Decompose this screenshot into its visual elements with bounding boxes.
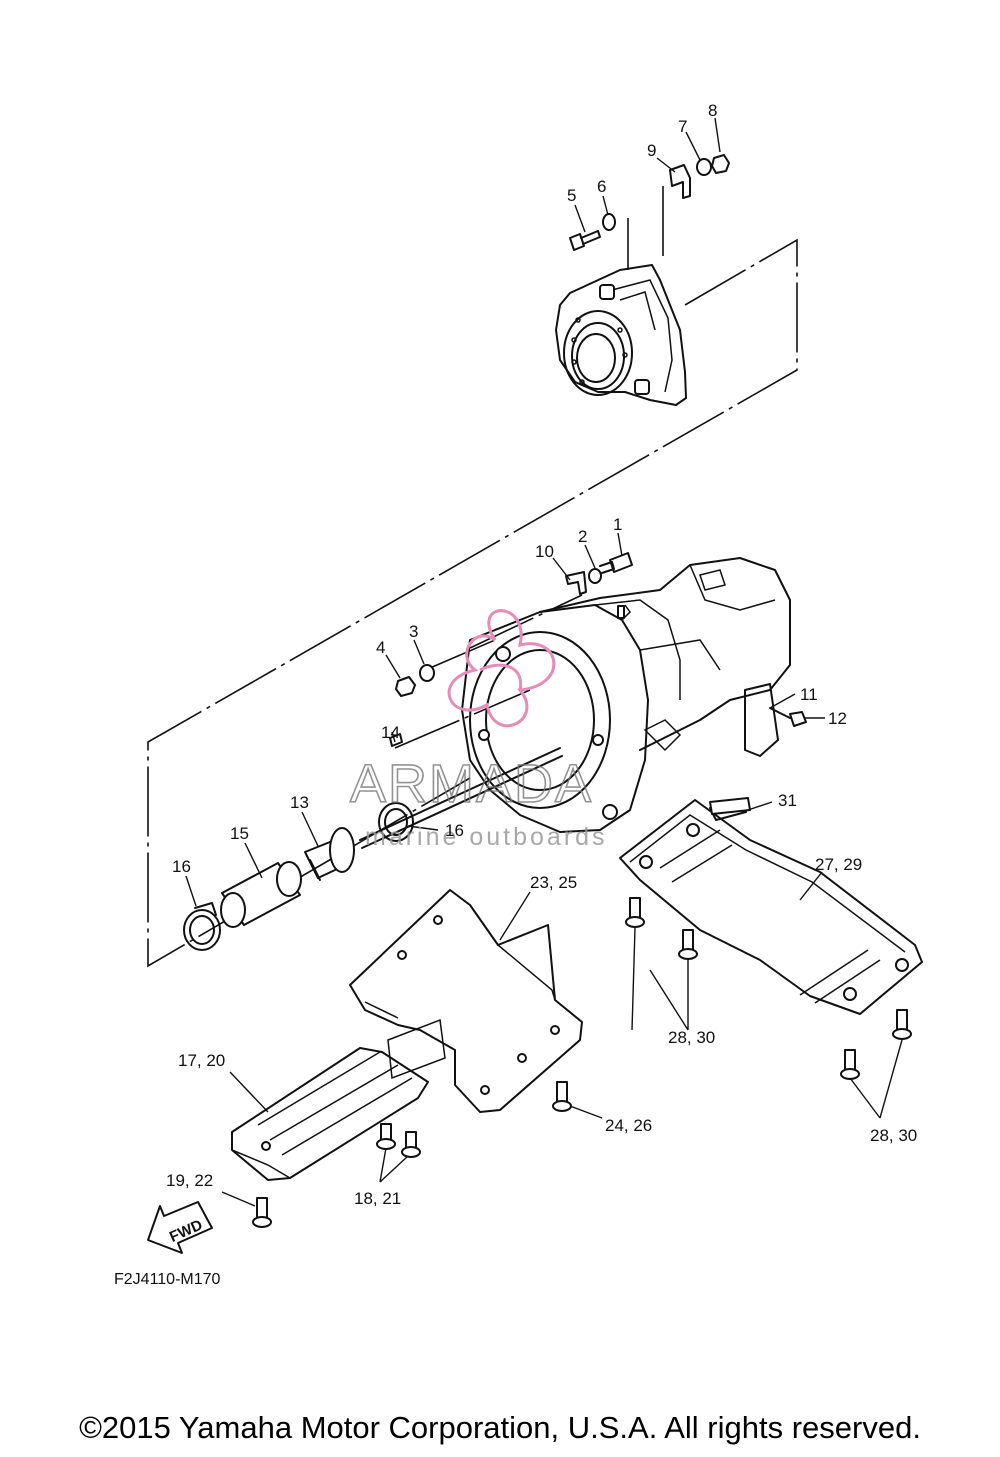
ride-plate-bracket [349,889,583,1113]
label-part-28-30a: 28, 30 [668,1028,715,1047]
reference-lines [147,186,798,968]
label-part-6: 6 [597,177,606,196]
watermark: ARMADA marine outboards [349,609,608,851]
label-part-11: 11 [800,685,818,704]
label-part-2: 2 [578,527,587,546]
label-part-12: 12 [828,709,847,728]
watermark-logo-icon [447,609,556,728]
label-part-19-22: 19, 22 [166,1171,213,1190]
label-part-1: 1 [613,515,622,534]
label-part-13: 13 [290,793,309,812]
label-part-9: 9 [647,141,656,160]
label-part-7: 7 [678,117,687,136]
label-part-10: 10 [535,542,554,561]
middle-hardware [389,552,807,757]
fwd-arrow-icon: FWD [147,1201,213,1254]
label-part-16b: 16 [445,821,464,840]
watermark-brand: ARMADA [350,754,593,814]
label-part-5: 5 [567,186,576,205]
label-part-15: 15 [230,824,249,843]
label-part-31: 31 [778,791,797,810]
upper-hardware [569,154,730,251]
label-part-3: 3 [409,622,418,641]
shaft-assembly [183,747,563,951]
upper-housing [555,264,687,406]
copyright-notice: ©2015 Yamaha Motor Corporation, U.S.A. A… [79,1410,921,1445]
label-part-4: 4 [376,638,385,657]
label-part-27-29: 27, 29 [815,855,862,874]
part-labels: 1 2 3 4 5 6 7 8 9 10 11 12 13 14 15 16 1… [114,101,917,1288]
intake-duct [231,1047,429,1181]
label-part-8: 8 [708,101,717,120]
intake-grate [619,799,923,1015]
label-part-14: 14 [381,723,400,742]
diagram-code: F2J4110-M170 [114,1271,221,1288]
label-part-18-21: 18, 21 [354,1189,401,1208]
label-part-28-30b: 28, 30 [870,1126,917,1145]
label-part-17-20: 17, 20 [178,1051,225,1070]
pump-body [461,557,791,833]
label-part-16a: 16 [172,857,191,876]
label-part-24-26: 24, 26 [605,1116,652,1135]
fwd-label: FWD [167,1216,205,1245]
label-part-23-25: 23, 25 [530,873,577,892]
leader-lines [185,117,903,1207]
watermark-tagline: marine outboards [365,823,608,851]
